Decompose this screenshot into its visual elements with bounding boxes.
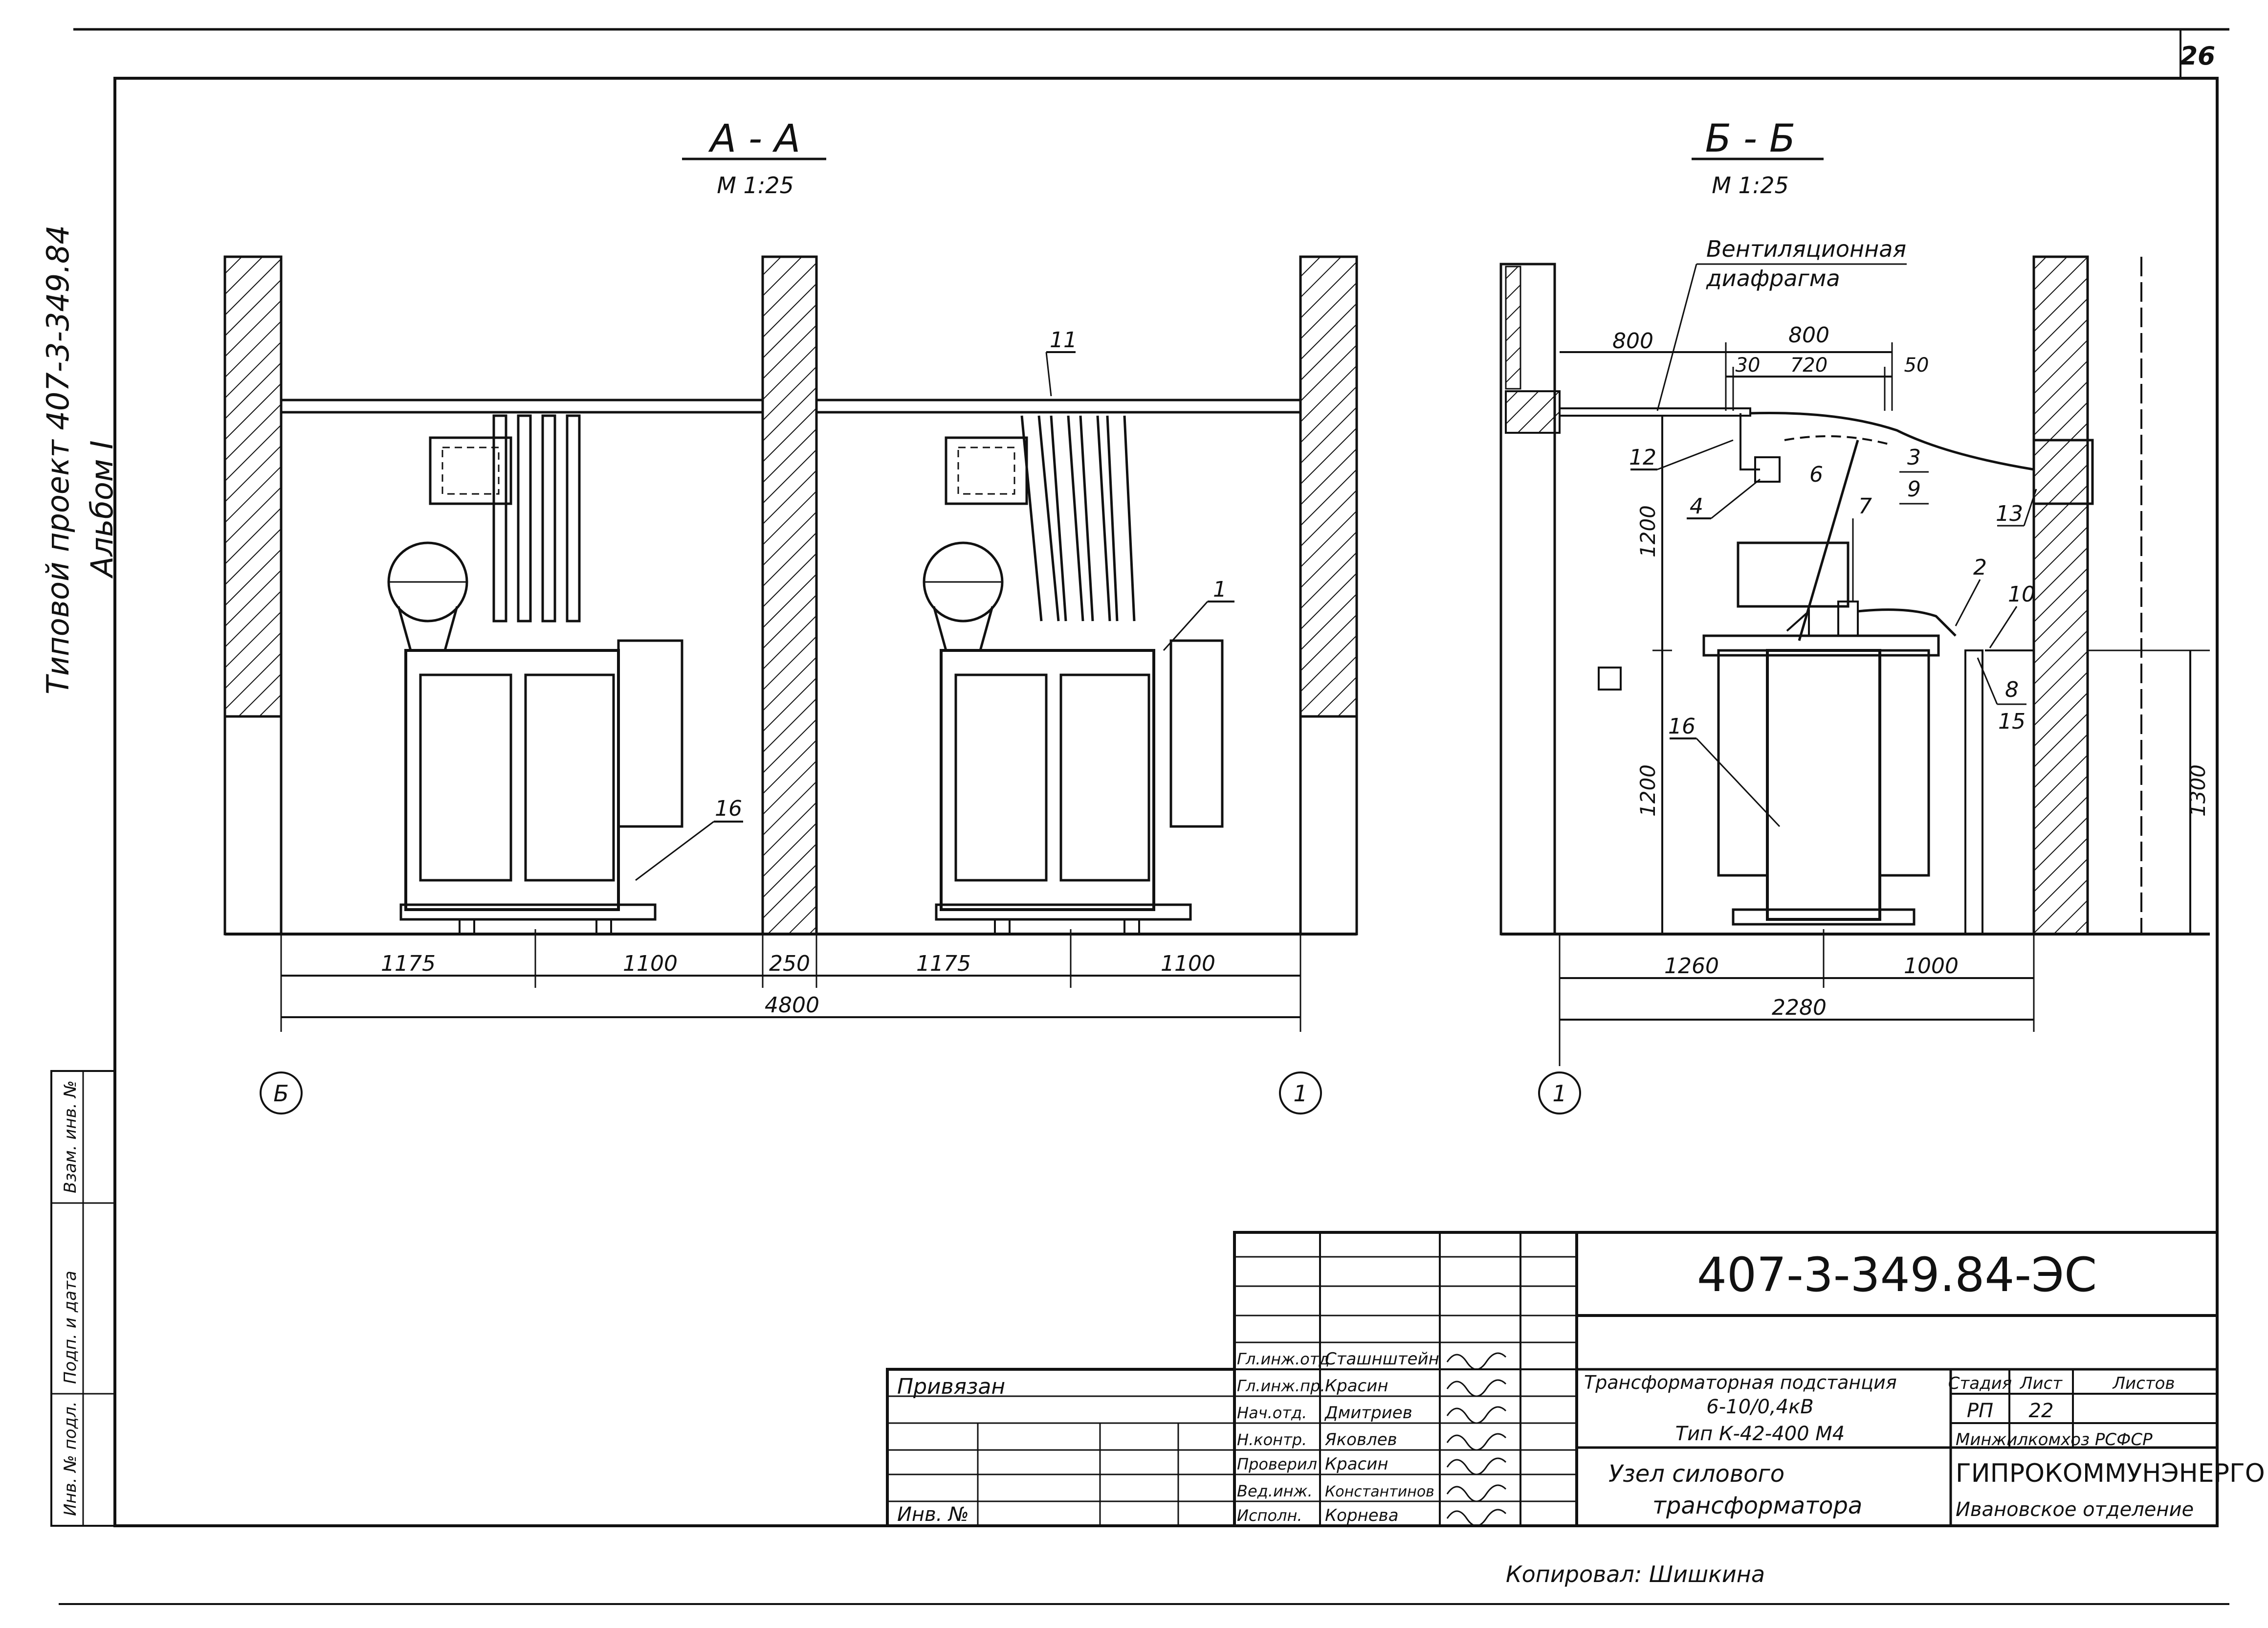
dim-bb-top-800-left: 800 bbox=[1612, 329, 1653, 354]
transformer-2 bbox=[923, 415, 1224, 935]
signatures bbox=[1446, 1352, 1507, 1527]
section-bb-title: Б - Б bbox=[1705, 117, 1796, 161]
wall-right bbox=[1299, 255, 1358, 718]
callout-12: 12 bbox=[1629, 445, 1656, 470]
callout-3: 3 bbox=[1907, 445, 1921, 470]
role-3: Н.контр. bbox=[1237, 1430, 1307, 1449]
callout-13: 13 bbox=[1996, 501, 2023, 526]
doc-code: 407-3-349.84-ЭС bbox=[1697, 1248, 2097, 1302]
left-stamp: Инв. № подл. Подп. и дата Взам. инв. № bbox=[50, 1070, 116, 1527]
dim-bb-1300: 1300 bbox=[2186, 764, 2210, 817]
callout-1: 1 bbox=[1213, 577, 1227, 602]
callout-6: 6 bbox=[1809, 462, 1823, 487]
dim-aa-1175-left: 1175 bbox=[381, 951, 436, 976]
name-3: Яковлев bbox=[1324, 1430, 1397, 1450]
callout-8: 8 bbox=[2005, 677, 2019, 702]
axis-1-bb-label: 1 bbox=[1552, 1080, 1566, 1107]
dim-bb-1200-top: 1200 bbox=[1636, 505, 1660, 558]
section-bb: Б - Б М 1:25 Вентиляционная диафрагма bbox=[1499, 117, 2210, 1115]
section-aa-scale: М 1:25 bbox=[717, 172, 794, 199]
dim-bb-50: 50 bbox=[1904, 354, 1929, 377]
callout-4: 4 bbox=[1690, 494, 1703, 519]
callout-11: 11 bbox=[1050, 328, 1077, 353]
axis-1-aa-label: 1 bbox=[1293, 1080, 1307, 1107]
name-6: Корнева bbox=[1325, 1506, 1399, 1525]
role-0: Гл.инж.отд bbox=[1237, 1350, 1330, 1368]
vent-label-line1: Вентиляционная bbox=[1706, 236, 1906, 262]
side-project-text: Типовой проект 407-3-349.84 bbox=[40, 225, 76, 694]
section-bb-scale: М 1:25 bbox=[1712, 172, 1789, 199]
stamp-inv-podl: Инв. № подл. bbox=[61, 1401, 80, 1516]
dim-bb-1260: 1260 bbox=[1664, 954, 1719, 979]
role-4: Проверил bbox=[1237, 1455, 1317, 1473]
axis-marker-1-aa bbox=[1279, 1071, 1322, 1115]
transformer-side bbox=[1598, 440, 2034, 935]
inv-no-label: Инв. № bbox=[897, 1503, 969, 1526]
section-aa-title: А - А bbox=[708, 117, 800, 161]
role-1: Гл.инж.пр. bbox=[1237, 1377, 1325, 1395]
sheet-value: 22 bbox=[2029, 1400, 2054, 1422]
org-line1: Минжилкомхоз РСФСР bbox=[1956, 1430, 2153, 1450]
busbar-left bbox=[280, 399, 764, 414]
object-line1: Трансформаторная подстанция bbox=[1584, 1372, 1897, 1393]
axis-marker-1-bb bbox=[1538, 1071, 1581, 1115]
side-album-text: Альбом I bbox=[84, 440, 120, 579]
col-sheets: Листов bbox=[2112, 1374, 2175, 1393]
dim-bb-720: 720 bbox=[1790, 354, 1828, 377]
wall-bb-right bbox=[2032, 255, 2089, 936]
callout-16-aa: 16 bbox=[715, 796, 742, 821]
busbar-right bbox=[815, 399, 1302, 414]
dim-aa-1100-left: 1100 bbox=[623, 951, 678, 976]
col-sheet: Лист bbox=[2019, 1374, 2063, 1393]
dim-bb-1200-bottom: 1200 bbox=[1636, 764, 1660, 817]
dim-aa-total: 4800 bbox=[765, 993, 819, 1018]
col-stage: Стадия bbox=[1948, 1374, 2012, 1393]
dim-aa-1100-right: 1100 bbox=[1161, 951, 1215, 976]
callout-16-bb: 16 bbox=[1668, 714, 1695, 739]
callout-10: 10 bbox=[2008, 582, 2035, 607]
privyazan-label: Привязан bbox=[897, 1374, 1005, 1399]
axis-b-label: Б bbox=[273, 1080, 289, 1107]
object-line2: 6-10/0,4кВ bbox=[1706, 1396, 1813, 1418]
axis-marker-b bbox=[260, 1071, 303, 1115]
callout-15: 15 bbox=[1998, 709, 2026, 734]
object-line3: Тип К-42-400 М4 bbox=[1675, 1423, 1845, 1445]
sheet-number: 26 bbox=[2180, 42, 2215, 71]
callout-9: 9 bbox=[1907, 477, 1921, 502]
dim-bb-1000: 1000 bbox=[1904, 954, 1959, 979]
drawing-name-line2: трансформатора bbox=[1652, 1492, 1862, 1519]
dim-bb-total: 2280 bbox=[1772, 995, 1827, 1020]
name-0: Сташнштейн bbox=[1325, 1349, 1439, 1369]
name-2: Дмитриев bbox=[1324, 1403, 1412, 1423]
org-line2: ГИПРОКОММУНЭНЕРГО bbox=[1956, 1459, 2265, 1488]
dim-aa-1175-right: 1175 bbox=[916, 951, 971, 976]
stage-value: РП bbox=[1967, 1400, 1993, 1422]
title-block: 407-3-349.84-ЭС Привязан Инв. № Гл.инж.о… bbox=[886, 1231, 2265, 1527]
role-2: Нач.отд. bbox=[1237, 1404, 1307, 1422]
role-6: Исполн. bbox=[1237, 1506, 1302, 1525]
callout-7: 7 bbox=[1858, 494, 1872, 519]
vent-label-line2: диафрагма bbox=[1706, 265, 1840, 291]
transformer-1 bbox=[387, 414, 683, 935]
dim-bb-top-800-right: 800 bbox=[1788, 323, 1829, 348]
wall-middle bbox=[761, 255, 818, 936]
drawing-name-line1: Узел силового bbox=[1608, 1460, 1784, 1488]
copied-by: Копировал: Шишкина bbox=[1506, 1561, 1765, 1587]
callout-2: 2 bbox=[1973, 555, 1987, 580]
stamp-vzam-inv: Взам. инв. № bbox=[61, 1080, 80, 1193]
dim-bb-30: 30 bbox=[1736, 354, 1761, 377]
stamp-podp-data: Подп. и дата bbox=[61, 1271, 80, 1384]
name-4: Красин bbox=[1325, 1454, 1388, 1474]
dim-aa-250: 250 bbox=[769, 951, 810, 976]
role-5: Вед.инж. bbox=[1237, 1482, 1313, 1500]
name-1: Красин bbox=[1325, 1376, 1388, 1396]
org-line3: Ивановское отделение bbox=[1956, 1498, 2194, 1521]
name-5: Константинов bbox=[1325, 1483, 1434, 1500]
section-aa: А - А М 1:25 bbox=[223, 117, 1358, 1115]
